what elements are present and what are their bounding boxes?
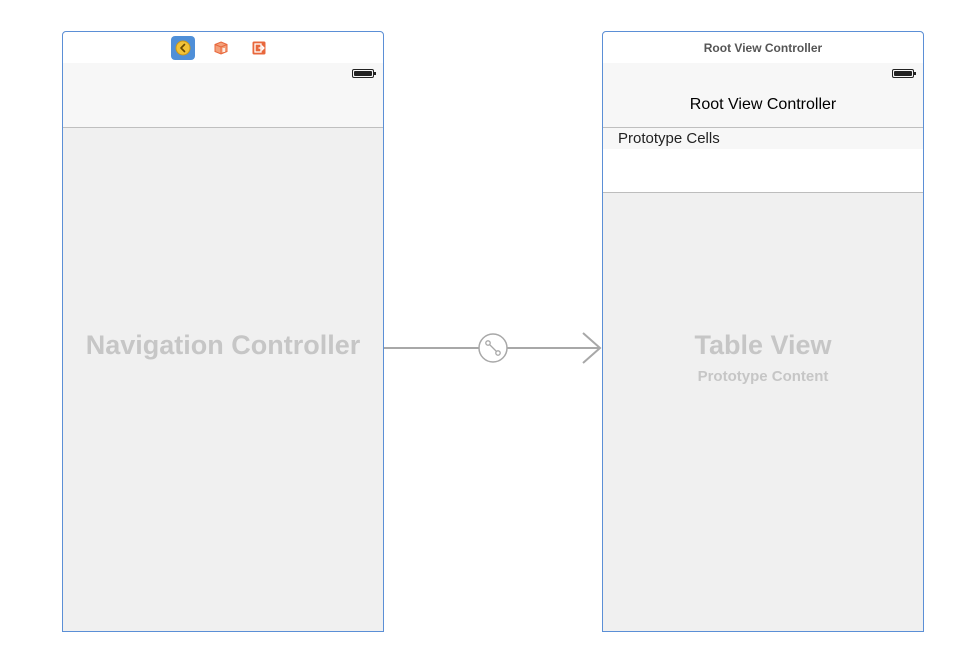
scene-dock-title: Root View Controller — [703, 40, 823, 55]
battery-icon — [892, 69, 916, 78]
exit-dock-button[interactable] — [247, 36, 271, 60]
status-bar — [603, 63, 923, 83]
battery-icon — [352, 69, 376, 78]
navigation-bar[interactable]: Root View Controller — [603, 63, 923, 128]
cube-icon — [214, 40, 228, 55]
scene-dock — [63, 32, 383, 64]
relationship-segue-icon[interactable] — [478, 333, 508, 363]
view-controller-dock-button[interactable] — [171, 35, 195, 60]
first-responder-dock-button[interactable] — [209, 36, 233, 60]
root-view-controller-scene[interactable]: Root View Controller Root View Controlle… — [602, 31, 924, 632]
back-chevron-icon — [175, 40, 191, 55]
scene-dock: Root View Controller — [603, 32, 923, 64]
table-view-placeholder: Table View — [694, 330, 832, 360]
navigation-controller-placeholder: Navigation Controller — [85, 330, 361, 360]
section-header-label: Prototype Cells — [618, 130, 720, 147]
prototype-cells-header: Prototype Cells — [603, 128, 923, 149]
relationship-segue[interactable] — [384, 322, 602, 374]
prototype-content-placeholder: Prototype Content — [697, 368, 829, 385]
exit-icon — [252, 41, 266, 54]
prototype-cell[interactable] — [603, 149, 923, 193]
status-bar — [63, 63, 383, 83]
navigation-title: Root View Controller — [689, 96, 837, 113]
dock-icons — [171, 35, 271, 60]
navigation-bar[interactable] — [63, 63, 383, 128]
navigation-controller-scene[interactable]: Navigation Controller — [62, 31, 384, 632]
